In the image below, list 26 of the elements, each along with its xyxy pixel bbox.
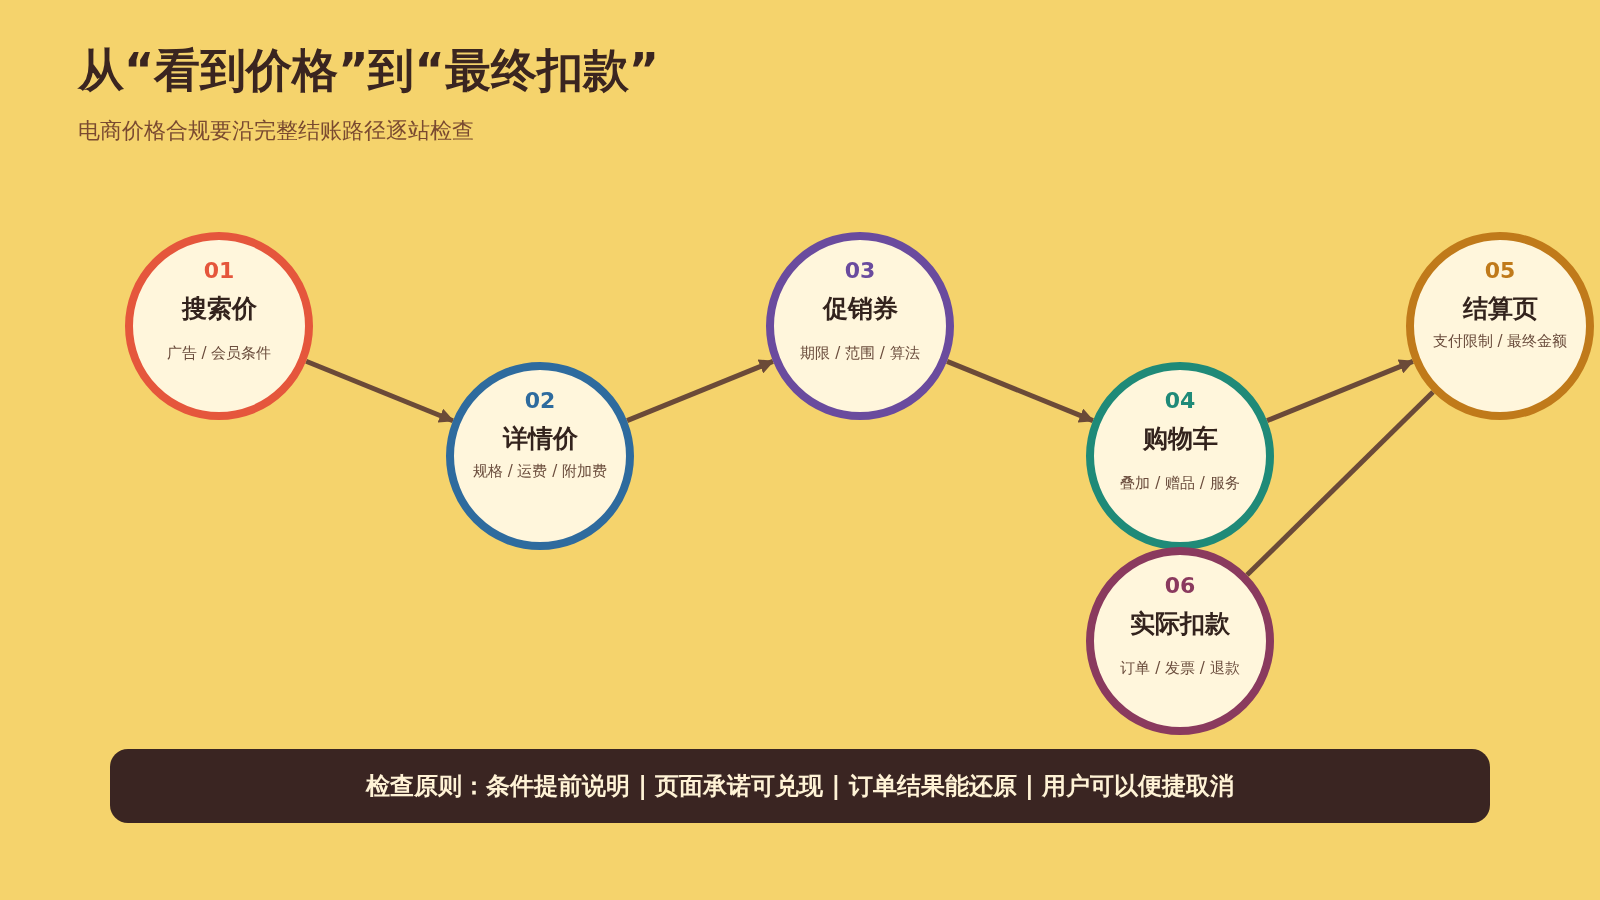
principle-text: 检查原则：条件提前说明 | 页面承诺可兑现 | 订单结果能还原 | 用户可以便捷取消	[365, 771, 1235, 802]
arrow	[305, 358, 455, 424]
step-number: 04	[1164, 388, 1196, 415]
step-number: 02	[524, 388, 556, 415]
title: 从“看到价格”到“最终扣款”	[78, 42, 659, 99]
step-number: 01	[203, 258, 235, 285]
step-description: 支付限制 / 最终金额	[1432, 332, 1568, 352]
step-title: 详情价	[502, 424, 578, 455]
step-title: 搜索价	[181, 294, 257, 325]
step-number: 03	[844, 258, 876, 285]
step-description: 规格 / 运费 / 附加费	[472, 462, 608, 482]
subtitle: 电商价格合规要沿完整结账路径逐站检查	[78, 117, 474, 145]
step-title: 实际扣款	[1130, 609, 1230, 640]
arrow	[626, 359, 775, 423]
step-description: 订单 / 发票 / 退款	[1120, 659, 1240, 679]
step-description: 广告 / 会员条件	[166, 344, 272, 364]
arrow	[946, 359, 1095, 423]
step-title: 促销券	[822, 294, 898, 325]
step-title: 购物车	[1142, 424, 1218, 455]
step-description: 叠加 / 赠品 / 服务	[1120, 474, 1240, 494]
principle-banner	[110, 749, 1490, 823]
step-number: 06	[1164, 573, 1196, 600]
step-description: 期限 / 范围 / 算法	[800, 344, 920, 364]
arrow	[1266, 359, 1415, 423]
step-number: 05	[1484, 258, 1516, 285]
step-title: 结算页	[1462, 294, 1538, 325]
